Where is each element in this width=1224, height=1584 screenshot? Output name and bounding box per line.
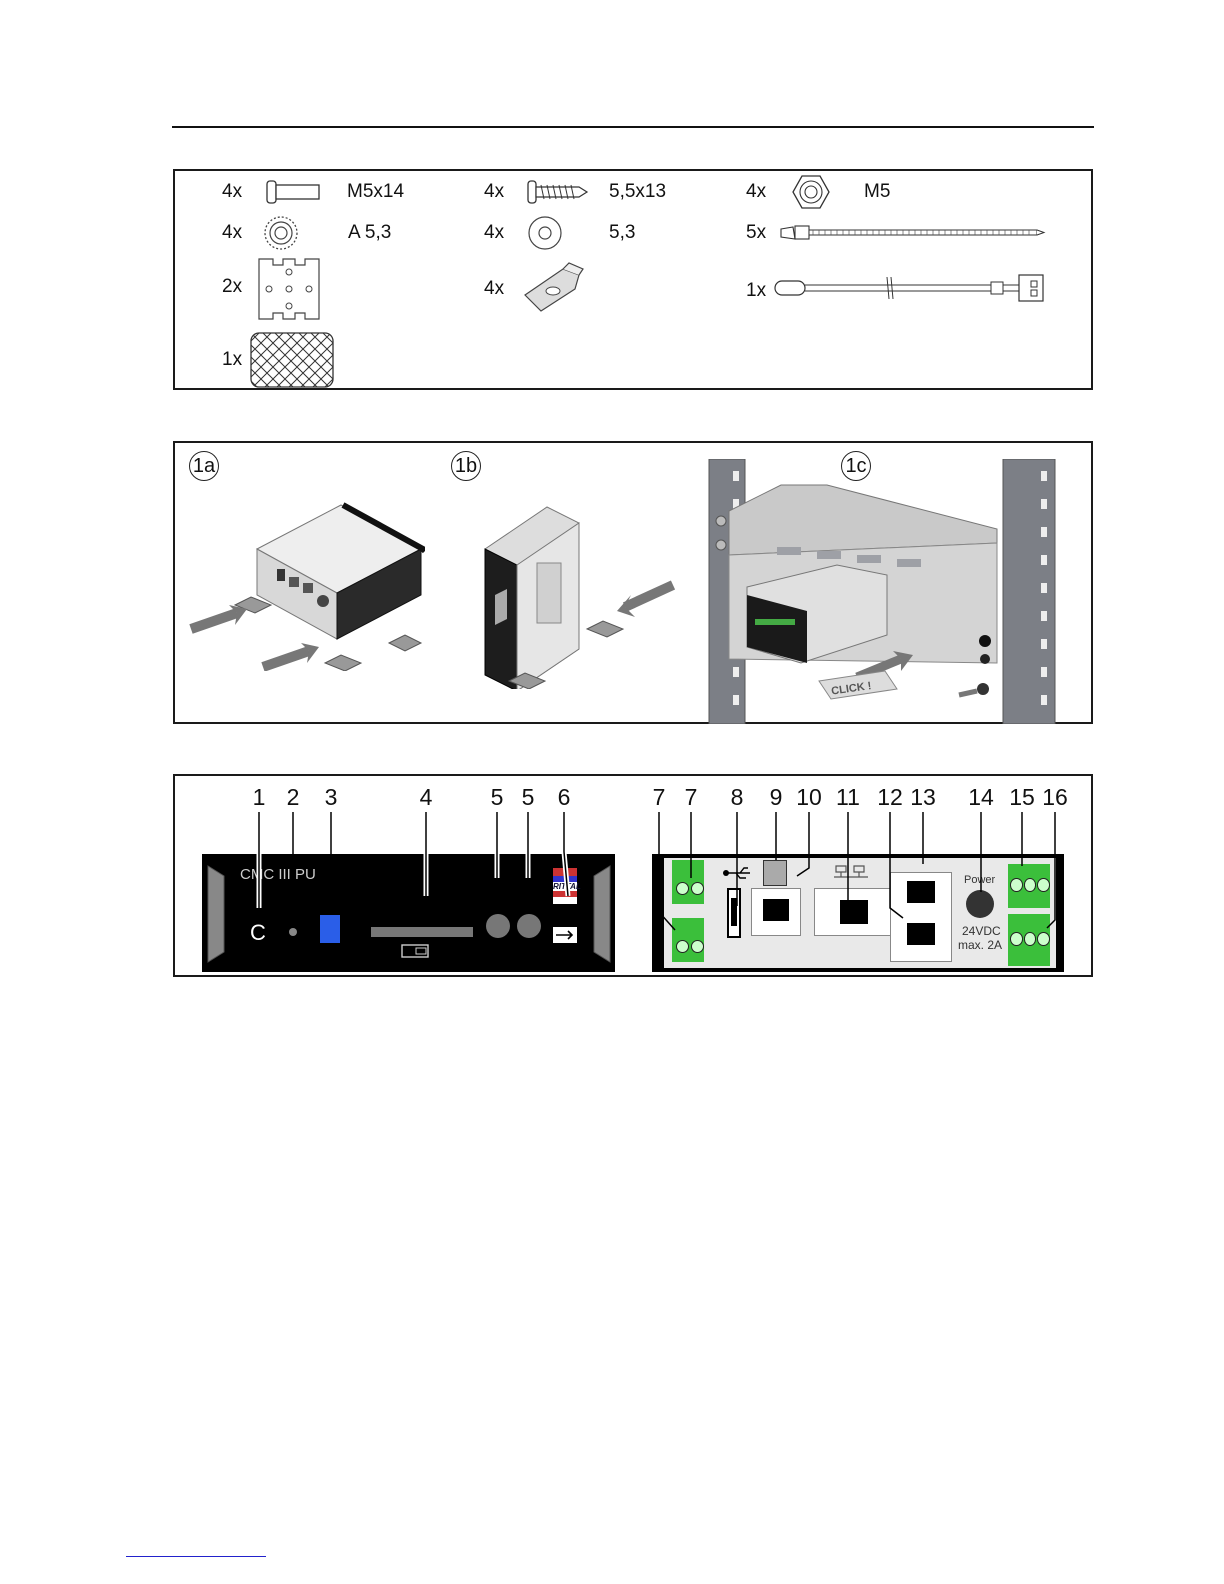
front-leader-lines	[175, 812, 615, 944]
callout-16: 16	[1035, 784, 1075, 811]
screw-icon	[263, 179, 323, 205]
callout-2: 2	[273, 784, 313, 811]
step-1b-marker: 1b	[451, 451, 481, 481]
temperature-sensor-icon	[773, 271, 1049, 307]
qty-washer: 4x	[222, 222, 242, 244]
mounting-panel: 1a 1b	[173, 441, 1093, 724]
label-hex-nut: M5	[864, 181, 890, 203]
callout-8: 8	[717, 784, 757, 811]
callout-13: 13	[903, 784, 943, 811]
qty-flat-washer: 4x	[484, 222, 504, 244]
card-icon	[400, 942, 430, 960]
qty-screw: 4x	[222, 181, 242, 203]
label-self-tapping-screw: 5,5x13	[609, 181, 666, 203]
self-tapping-screw-icon	[525, 179, 589, 205]
callout-11: 11	[828, 784, 868, 811]
flat-washer-icon	[527, 215, 563, 251]
qty-self-tapping-screw: 4x	[484, 181, 504, 203]
qty-cable-tie: 5x	[746, 222, 766, 244]
callout-4: 4	[406, 784, 446, 811]
cable-tie-icon	[779, 223, 1047, 243]
parts-list-panel: 4x M5x14 4x A 5,3 2x 1x 4x 5,5x13 4x	[173, 169, 1093, 390]
rack-mount-illustration: CLICK !	[707, 459, 1091, 724]
step-1a-marker: 1a	[189, 451, 219, 481]
qty-bracket-clip: 4x	[484, 278, 504, 300]
device-vertical-illustration	[447, 499, 687, 689]
qty-temperature-sensor: 1x	[746, 280, 766, 302]
device-horizontal-illustration	[185, 491, 425, 671]
callout-14: 14	[961, 784, 1001, 811]
washer-icon	[263, 215, 299, 251]
callout-3: 3	[311, 784, 351, 811]
label-washer: A 5,3	[348, 222, 391, 244]
interfaces-panel: 1 2 3 4 5 5 6 CMC III PU C RITTAL	[173, 774, 1093, 977]
rear-leader-lines	[615, 812, 1093, 952]
mounting-plate-icon	[257, 257, 321, 321]
qty-mounting-plate: 2x	[222, 276, 242, 298]
label-screw: M5x14	[347, 181, 404, 203]
hex-nut-icon	[791, 173, 831, 211]
bracket-clip-icon	[519, 259, 589, 315]
step-1c-marker: 1c	[841, 451, 871, 481]
footer-link-underline	[126, 1556, 266, 1557]
header-rule	[172, 126, 1094, 128]
callout-7b: 7	[671, 784, 711, 811]
callout-10: 10	[789, 784, 829, 811]
mesh-pad-icon	[249, 331, 335, 389]
qty-hex-nut: 4x	[746, 181, 766, 203]
qty-mesh-pad: 1x	[222, 349, 242, 371]
callout-6: 6	[544, 784, 584, 811]
callout-5b: 5	[508, 784, 548, 811]
label-flat-washer: 5,3	[609, 222, 635, 244]
